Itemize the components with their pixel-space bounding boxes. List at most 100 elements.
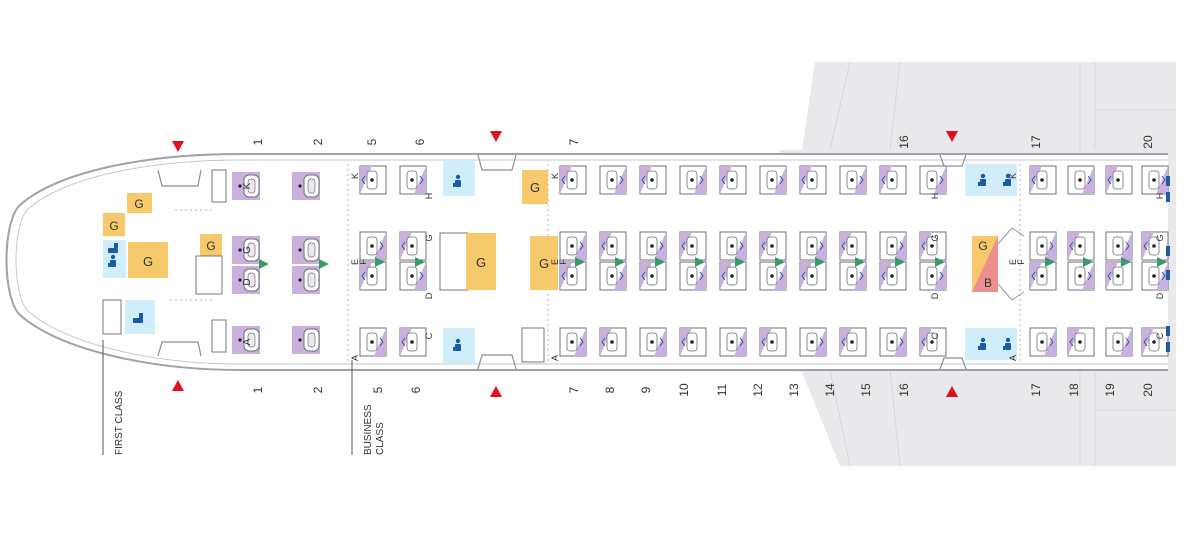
first-class-seat[interactable]: [292, 326, 320, 354]
business-seat[interactable]: [1141, 231, 1169, 261]
business-seat[interactable]: [799, 327, 827, 357]
business-seat[interactable]: [639, 261, 667, 291]
business-seat[interactable]: [679, 165, 707, 195]
first-class-seat[interactable]: [232, 266, 260, 294]
business-seat[interactable]: [1141, 261, 1169, 291]
business-seat[interactable]: [879, 327, 907, 357]
business-seat[interactable]: [559, 231, 587, 261]
chevron-icon: [779, 271, 784, 281]
business-seat[interactable]: [1029, 231, 1057, 261]
business-seat[interactable]: [359, 165, 387, 195]
business-seat[interactable]: [839, 231, 867, 261]
business-seat[interactable]: [399, 231, 427, 261]
fuselage: [5, 153, 1168, 371]
chevron-icon: [1087, 271, 1092, 281]
business-seat[interactable]: [919, 327, 947, 357]
business-seat[interactable]: [359, 261, 387, 291]
business-seat[interactable]: [679, 231, 707, 261]
chevron-icon: [1125, 241, 1130, 251]
chevron-icon: [721, 175, 726, 185]
business-seat[interactable]: [839, 327, 867, 357]
seat-letter: E: [550, 259, 560, 265]
business-seat[interactable]: [1029, 327, 1057, 357]
lavatory-icon: [108, 254, 116, 267]
business-mid-galley: G G G: [439, 160, 558, 364]
business-seat[interactable]: [599, 231, 627, 261]
first-class-seat[interactable]: [232, 326, 260, 354]
business-seat[interactable]: [719, 231, 747, 261]
business-seat[interactable]: [799, 261, 827, 291]
first-class-seat[interactable]: [292, 172, 320, 200]
first-class-seat[interactable]: [292, 266, 320, 294]
business-seat[interactable]: [1105, 261, 1133, 291]
business-seat[interactable]: [599, 261, 627, 291]
business-seat[interactable]: [359, 327, 387, 357]
business-seat[interactable]: [559, 261, 587, 291]
chevron-icon: [881, 271, 886, 281]
first-class-seat[interactable]: [232, 172, 260, 200]
business-seat[interactable]: [1029, 261, 1057, 291]
business-seat[interactable]: [679, 261, 707, 291]
seats: [232, 165, 1169, 357]
chevron-icon: [921, 337, 926, 347]
first-class-seat[interactable]: [232, 236, 260, 264]
chevron-icon: [641, 175, 646, 185]
business-seat[interactable]: [799, 231, 827, 261]
business-seat[interactable]: [839, 165, 867, 195]
chevron-icon: [401, 337, 406, 347]
business-seat[interactable]: [399, 261, 427, 291]
business-seat[interactable]: [399, 327, 427, 357]
business-seat[interactable]: [399, 165, 427, 195]
business-seat[interactable]: [759, 165, 787, 195]
chevron-icon: [939, 175, 944, 185]
exit-arrow-icon: [172, 141, 184, 152]
chevron-icon: [1143, 241, 1148, 251]
business-seat[interactable]: [879, 261, 907, 291]
business-seat[interactable]: [759, 261, 787, 291]
business-seat[interactable]: [1067, 261, 1095, 291]
business-seat[interactable]: [919, 231, 947, 261]
business-seat[interactable]: [719, 261, 747, 291]
business-seat[interactable]: [799, 165, 827, 195]
business-seat[interactable]: [759, 327, 787, 357]
business-seat[interactable]: [759, 231, 787, 261]
business-seat[interactable]: [559, 165, 587, 195]
chevron-icon: [401, 241, 406, 251]
business-seat[interactable]: [839, 261, 867, 291]
galley-label-4: G: [206, 239, 215, 253]
business-seat[interactable]: [919, 261, 947, 291]
business-seat[interactable]: [879, 165, 907, 195]
row-number-top: 7: [567, 138, 581, 145]
doors: [157, 154, 967, 370]
row-number-bottom: 12: [751, 383, 765, 397]
business-seat[interactable]: [639, 165, 667, 195]
business-seat[interactable]: [719, 165, 747, 195]
business-seat[interactable]: [919, 165, 947, 195]
first-class-seat[interactable]: [292, 236, 320, 264]
business-seat[interactable]: [1105, 165, 1133, 195]
business-seat[interactable]: [1105, 327, 1133, 357]
business-seat[interactable]: [719, 327, 747, 357]
row-number-bottom: 7: [567, 386, 581, 393]
business-seat[interactable]: [559, 327, 587, 357]
business-seat[interactable]: [679, 327, 707, 357]
business-seat[interactable]: [1141, 165, 1169, 195]
business-seat[interactable]: [599, 165, 627, 195]
business-seat[interactable]: [879, 231, 907, 261]
galley-label-2: G: [134, 197, 143, 211]
business-seat[interactable]: [1141, 327, 1169, 357]
business-seat[interactable]: [1029, 165, 1057, 195]
business-seat[interactable]: [639, 231, 667, 261]
seat-letter: A: [350, 355, 360, 361]
business-seat[interactable]: [1067, 165, 1095, 195]
business-seat[interactable]: [359, 231, 387, 261]
seat-letter: C: [1155, 332, 1165, 339]
exit-arrow-icon: [946, 131, 958, 142]
business-seat[interactable]: [1067, 231, 1095, 261]
seat-letter: K: [350, 173, 360, 179]
business-seat[interactable]: [639, 327, 667, 357]
business-seat[interactable]: [1067, 327, 1095, 357]
business-seat[interactable]: [599, 327, 627, 357]
business-seat[interactable]: [1105, 231, 1133, 261]
